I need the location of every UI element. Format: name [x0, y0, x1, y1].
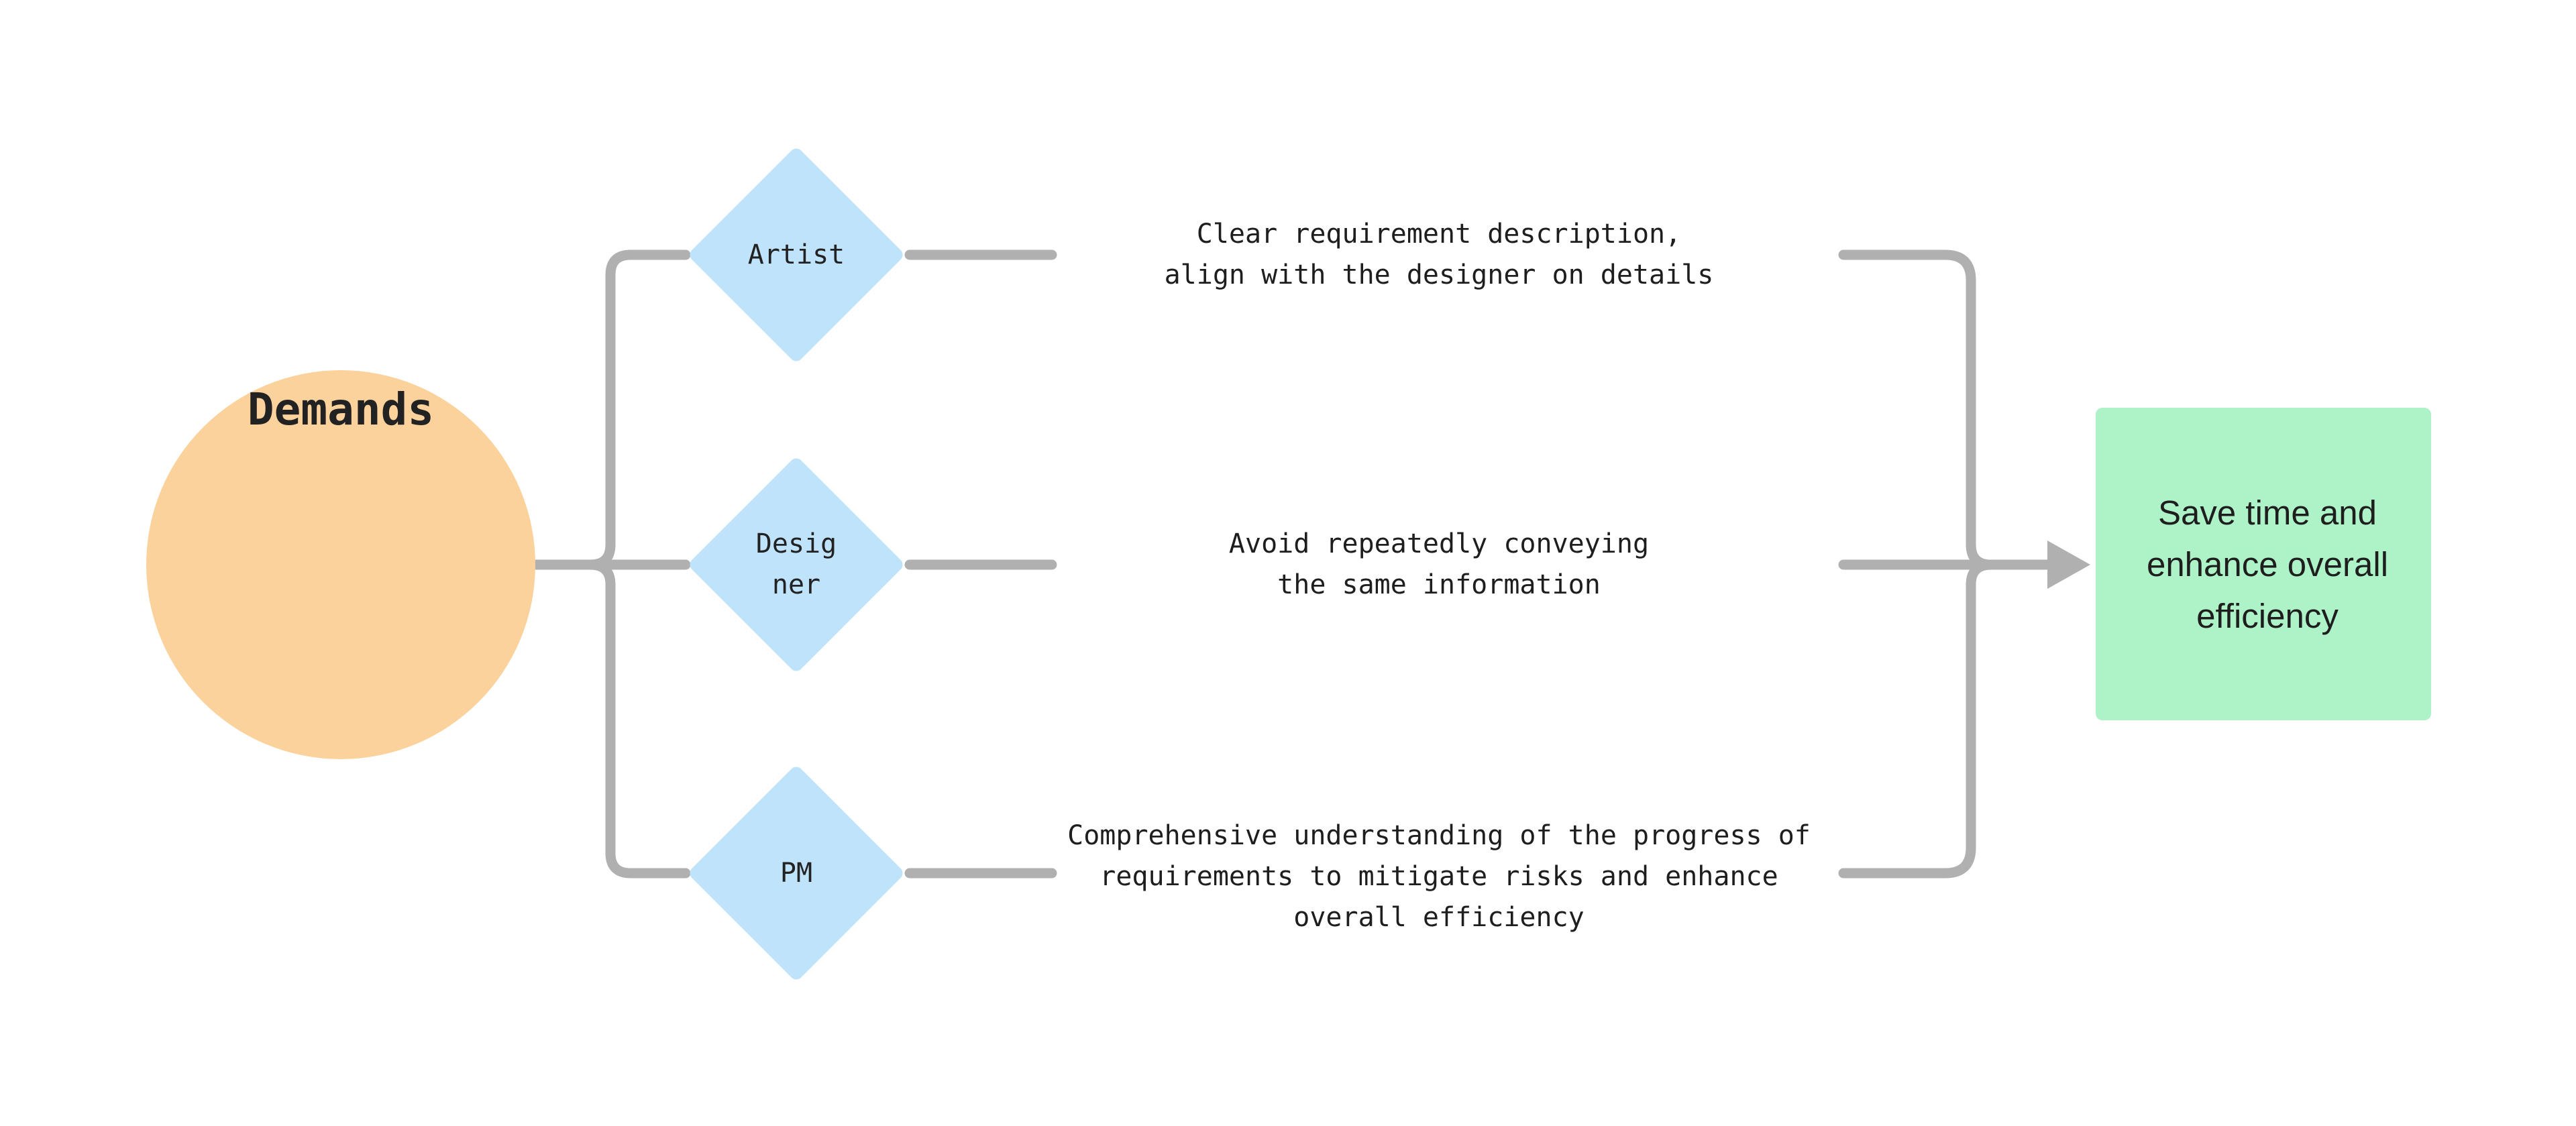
- result-label: Save time and enhance overall efficiency: [2146, 493, 2389, 635]
- description-pm: Comprehensive understanding of the progr…: [1067, 820, 1811, 933]
- role-node-pm: [690, 767, 903, 980]
- demands-node: [146, 370, 535, 759]
- merge-connector-bottom: [1838, 559, 1996, 879]
- role-label-pm: PM: [780, 857, 813, 889]
- result-node: [2096, 408, 2431, 720]
- arrowhead-icon: [2047, 541, 2090, 589]
- merge-connector-top: [1838, 249, 1996, 570]
- description-designer: Avoid repeatedly conveying the same info…: [1228, 528, 1650, 600]
- role-label-artist: Artist: [747, 239, 845, 270]
- branch-connector-bottom: [585, 559, 691, 879]
- demands-label: Demands: [247, 383, 435, 435]
- role-node-designer: [690, 458, 903, 671]
- role-label-designer: Desig ner: [755, 528, 837, 600]
- description-artist: Clear requirement description, align wit…: [1164, 219, 1714, 290]
- role-node-artist: [690, 148, 903, 361]
- branch-connector-top: [531, 249, 691, 570]
